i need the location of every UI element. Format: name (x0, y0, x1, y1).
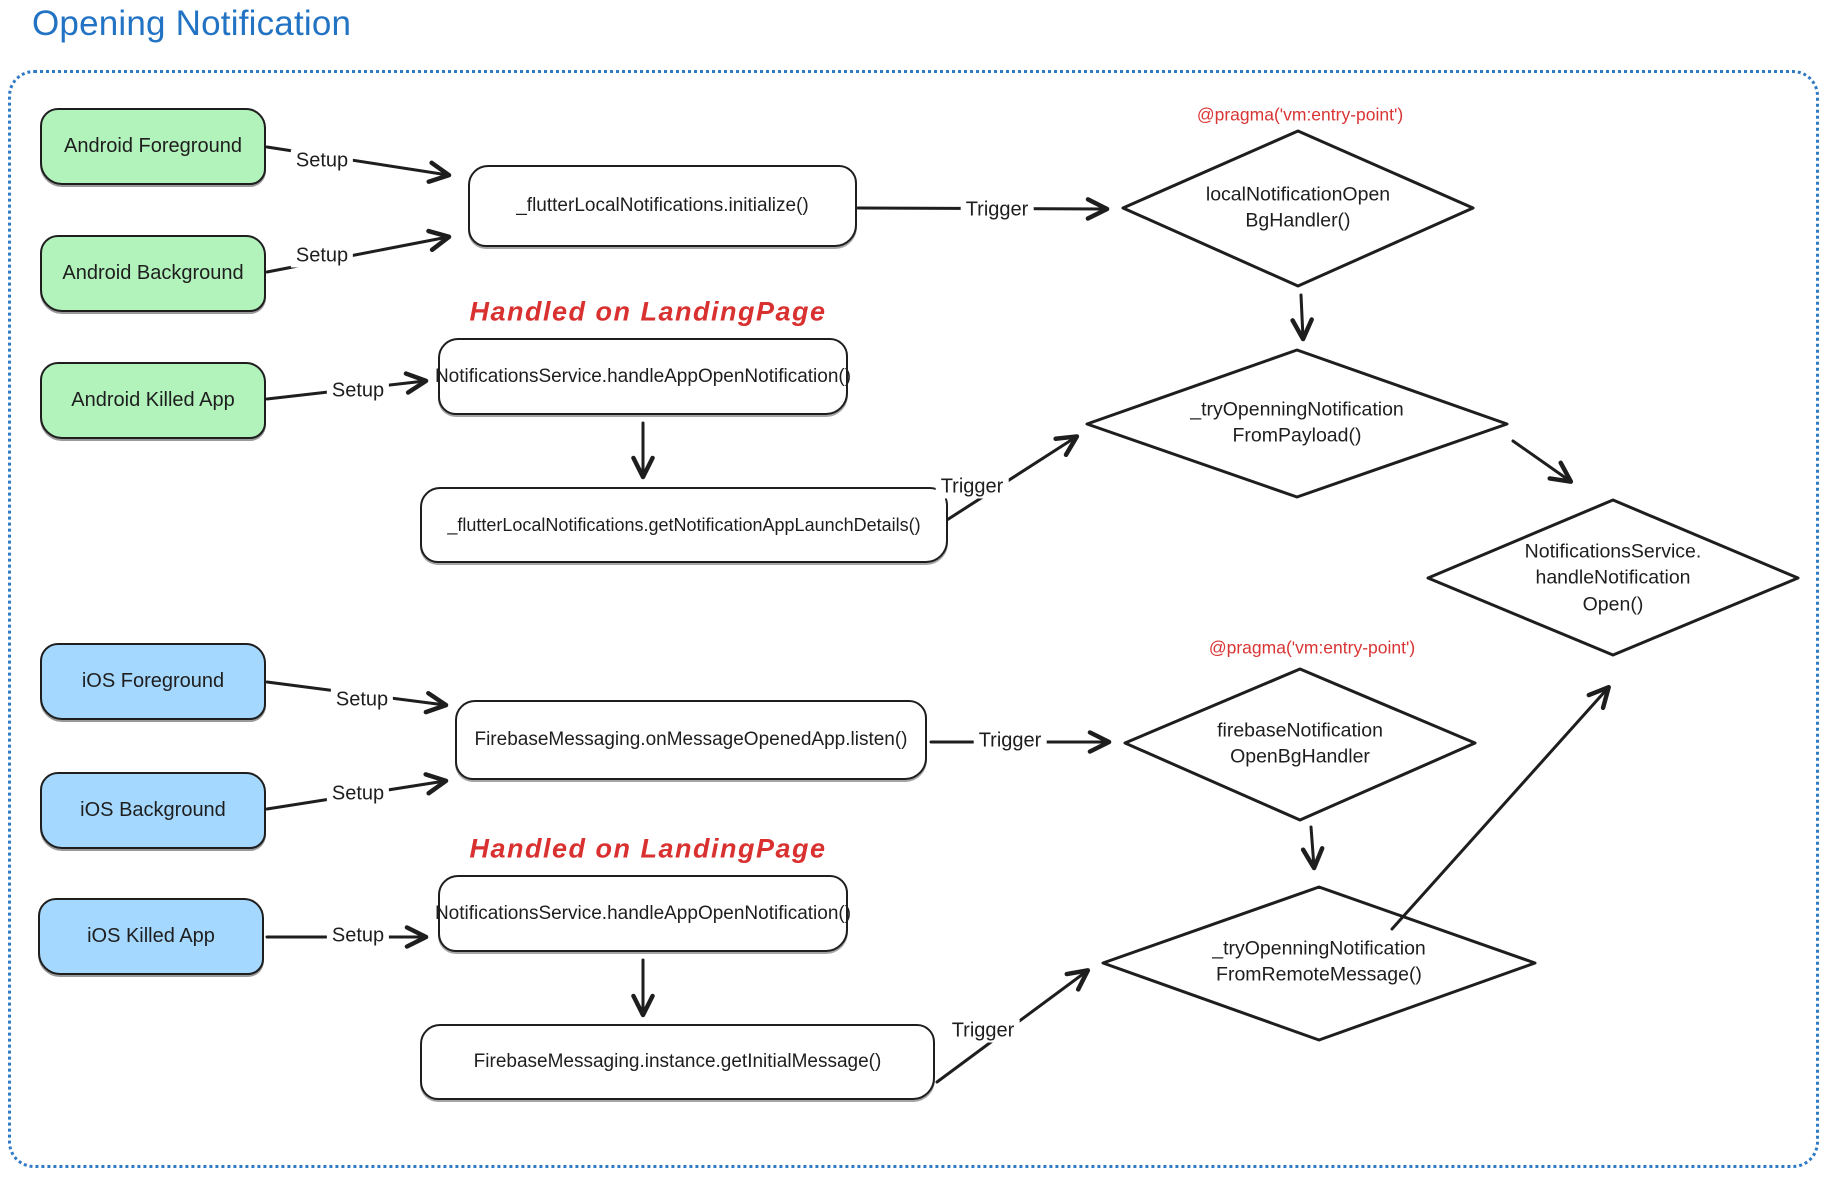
node-android-background: Android Background (40, 235, 266, 312)
node-handle-app-open-android: NotificationsService.handleAppOpenNotifi… (434, 338, 852, 415)
edge-label-trigger-1: Trigger (960, 198, 1034, 222)
diamond-handle-notification-open (1426, 498, 1800, 657)
label-handle-notification-open: NotificationsService. handleNotification… (1524, 540, 1702, 616)
arrow-trypayload-to-handleopen (1511, 439, 1574, 484)
diamond-firebase-bg-handler (1123, 667, 1477, 822)
label-local-bg-handler: localNotificationOpen BgHandler() (1205, 183, 1391, 232)
node-label: Android Killed App (71, 389, 235, 411)
node-label: Android Background (62, 262, 244, 284)
node-label: Android Foreground (64, 135, 242, 157)
arrow-localbg-to-trypayload (1290, 293, 1314, 342)
node-label: FirebaseMessaging.onMessageOpenedApp.lis… (474, 729, 908, 750)
arrow-tryremote-to-handleopen (1390, 684, 1611, 931)
node-label: FirebaseMessaging.instance.getInitialMes… (473, 1051, 882, 1072)
node-label: NotificationsService.handleAppOpenNotifi… (434, 902, 852, 924)
diagram-dotted-frame (8, 70, 1819, 1168)
annotation-pragma-entry-point-2: @pragma('vm:entry-point') (1208, 637, 1416, 658)
edge-label-trigger-4: Trigger (946, 1019, 1020, 1043)
label-firebase-bg-handler: firebaseNotification OpenBgHandler (1217, 719, 1383, 768)
node-ios-killed-app: iOS Killed App (38, 898, 264, 975)
node-label: _flutterLocalNotifications.getNotificati… (447, 514, 921, 535)
edge-label-setup-5: Setup (326, 782, 390, 806)
node-handle-app-open-ios: NotificationsService.handleAppOpenNotifi… (434, 875, 852, 952)
node-android-foreground: Android Foreground (40, 108, 266, 185)
edge-label-trigger-2: Trigger (935, 475, 1009, 499)
arrow-firebasebg-to-tryremote (1300, 825, 1325, 871)
label-try-payload: _tryOpenningNotification FromPayload() (1190, 398, 1404, 447)
page-title: Opening Notification (32, 4, 352, 43)
node-label: _flutterLocalNotifications.initialize() (516, 195, 809, 216)
node-get-launch-details: _flutterLocalNotifications.getNotificati… (420, 487, 948, 563)
node-ios-background: iOS Background (40, 772, 266, 849)
edge-label-setup-4: Setup (330, 688, 394, 712)
annotation-handled-on-landing-page-1: Handled on LandingPage (469, 296, 827, 327)
annotation-pragma-entry-point-1: @pragma('vm:entry-point') (1196, 104, 1404, 125)
node-init: _flutterLocalNotifications.initialize() (468, 165, 857, 247)
annotation-handled-on-landing-page-2: Handled on LandingPage (469, 833, 827, 864)
edge-label-setup-1: Setup (290, 149, 354, 173)
node-android-killed-app: Android Killed App (40, 362, 266, 439)
diamond-local-bg-handler (1121, 129, 1475, 288)
edge-label-setup-2: Setup (290, 244, 354, 268)
node-on-message-opened-app: FirebaseMessaging.onMessageOpenedApp.lis… (455, 700, 927, 780)
edge-label-setup-3: Setup (326, 379, 390, 403)
diamond-try-remote (1101, 885, 1537, 1042)
edge-label-setup-6: Setup (326, 924, 390, 948)
node-label: iOS Background (80, 799, 226, 821)
label-try-remote: _tryOpenningNotification FromRemoteMessa… (1212, 937, 1426, 986)
node-get-initial-message: FirebaseMessaging.instance.getInitialMes… (420, 1024, 935, 1100)
node-label: NotificationsService.handleAppOpenNotifi… (434, 365, 852, 387)
edge-label-trigger-3: Trigger (973, 729, 1047, 753)
diamond-try-payload (1085, 348, 1509, 499)
node-ios-foreground: iOS Foreground (40, 643, 266, 720)
node-label: iOS Foreground (81, 670, 225, 692)
node-label: iOS Killed App (87, 925, 215, 947)
